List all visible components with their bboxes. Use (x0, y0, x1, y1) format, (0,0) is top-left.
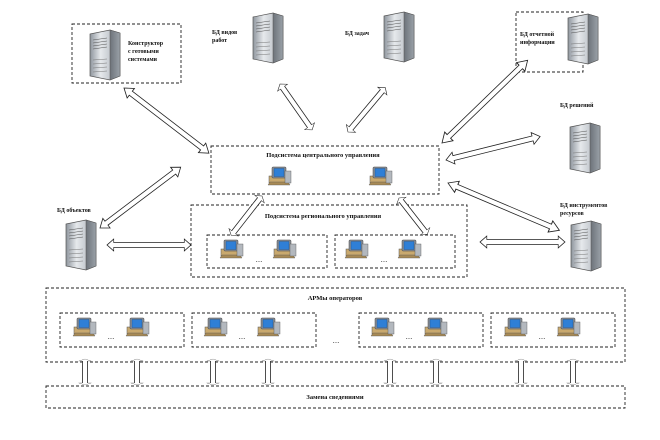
arrow-central-objects (95, 161, 185, 234)
arrow-central-regional-left (226, 191, 268, 240)
arm-workstation-icon (556, 317, 581, 337)
arms-group2-ellipsis: ... (239, 332, 246, 341)
db-objects-label: БД объектов (57, 207, 92, 214)
arms-group-2 (191, 312, 317, 348)
regional-left-ellipsis: ... (256, 255, 263, 264)
db-tasks-label: БД задач (345, 31, 370, 37)
db-work-label-2: работ (212, 37, 227, 44)
db-solutions-server-icon (569, 122, 601, 174)
db-resources-label-2: ресурсов (560, 211, 585, 217)
central-workstation-icon (267, 166, 292, 186)
arrow-dbwork-central (274, 80, 318, 134)
constructor-label-2: с готовыми (128, 49, 159, 55)
regional-workstation-icon (219, 239, 244, 259)
arrow-solutions-central (444, 130, 543, 167)
arrow-central-resources (445, 176, 563, 237)
arrow-bus-1 (78, 358, 92, 386)
db-reports-label-1: БД отчетной (520, 31, 555, 38)
central-subsystem-title: Подсистема центрального управления (266, 152, 380, 159)
db-resources-server-icon (570, 220, 602, 272)
db-solutions-label: БД решений (560, 102, 594, 109)
constructor-box (71, 23, 182, 84)
arrow-reports-central (437, 55, 533, 148)
regional-group-right (334, 234, 456, 269)
exchange-bus-box (45, 385, 626, 409)
db-work-server-icon (252, 12, 284, 64)
arrow-regional-resources (479, 235, 566, 249)
db-resources-label-1: БД инструментов (560, 203, 608, 209)
arm-workstation-icon (256, 317, 281, 337)
regional-group-left (206, 234, 328, 269)
arrow-dbtasks-central (342, 83, 391, 137)
arm-workstation-icon (125, 317, 150, 337)
central-subsystem-box (210, 145, 440, 195)
arm-workstation-icon (203, 317, 228, 337)
db-reports-server-icon (567, 13, 599, 65)
arms-title: АРМы операторов (308, 295, 363, 302)
arrow-objects-regional (106, 238, 192, 252)
arrow-bus-4 (261, 358, 275, 386)
arm-workstation-icon (503, 317, 528, 337)
regional-workstation-icon (344, 239, 369, 259)
regional-right-ellipsis: ... (381, 255, 388, 264)
regional-workstation-icon (397, 239, 422, 259)
db-work-label-1: БД видов (212, 30, 238, 36)
arms-group1-ellipsis: ... (108, 332, 115, 341)
arrow-constructor-central (119, 82, 214, 159)
constructor-server-icon (89, 29, 121, 81)
regional-workstation-icon (272, 239, 297, 259)
arrow-central-regional-right (393, 193, 433, 239)
db-objects-server-icon (65, 219, 97, 271)
db-tasks-server-icon (383, 11, 415, 63)
exchange-bus-title: Замена сведениями (306, 394, 363, 401)
arrow-bus-6 (429, 358, 443, 386)
constructor-label-1: Конструктор (128, 41, 164, 47)
arm-workstation-icon (423, 317, 448, 337)
regional-subsystem-title: Подсистема регионального управления (265, 213, 382, 220)
arms-group-3 (358, 312, 484, 348)
arrow-bus-3 (206, 358, 220, 386)
central-workstation-icon (368, 166, 393, 186)
arrow-bus-7 (514, 358, 528, 386)
arrow-bus-5 (383, 358, 397, 386)
regional-subsystem-box (190, 204, 468, 278)
arms-group3-ellipsis: ... (406, 332, 413, 341)
db-reports-label-2: информации (520, 39, 555, 46)
arm-workstation-icon (370, 317, 395, 337)
constructor-label-3: системами (128, 57, 158, 63)
arms-group4-ellipsis: ... (539, 332, 546, 341)
arms-box (45, 287, 626, 363)
arrow-bus-2 (130, 358, 144, 386)
arms-group-4 (490, 312, 616, 348)
arms-middle-ellipsis: ... (333, 336, 340, 345)
arms-group-1 (59, 312, 185, 348)
arrow-bus-8 (566, 358, 580, 386)
arm-workstation-icon (72, 317, 97, 337)
